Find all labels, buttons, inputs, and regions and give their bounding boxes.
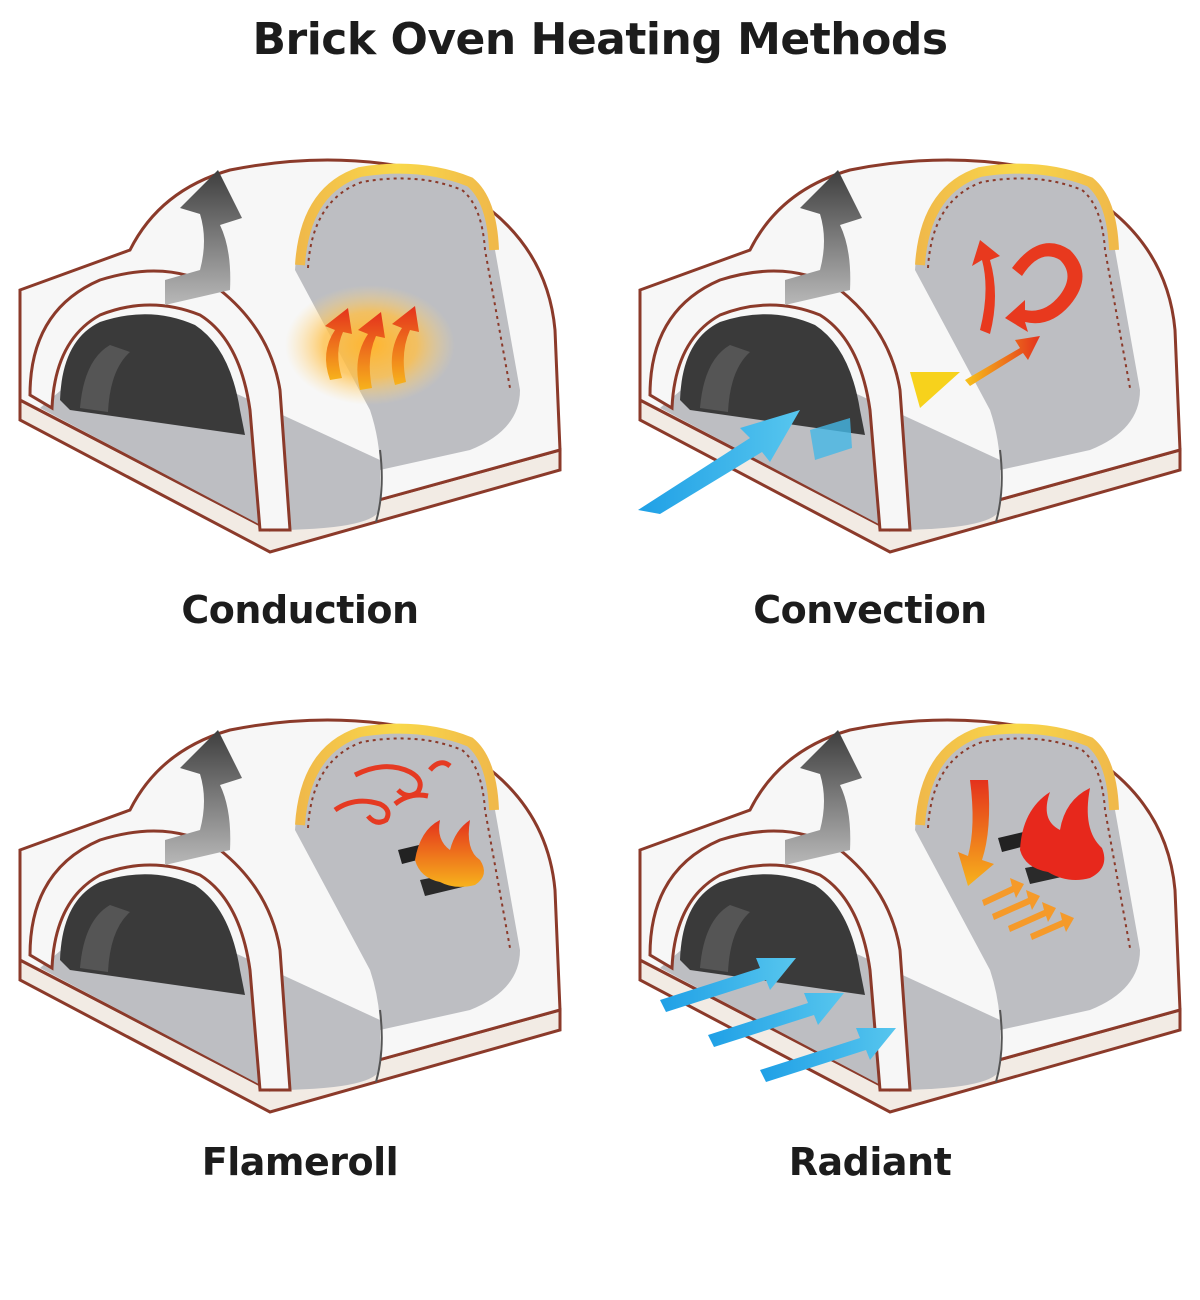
smoke-arrow (785, 170, 862, 305)
radiant-panel (620, 700, 1200, 1300)
convection-panel (620, 90, 1200, 690)
cool-air-arrow (638, 410, 852, 514)
fire-with-logs (398, 820, 484, 896)
fire-with-logs (998, 788, 1105, 884)
conduction-oven-illustration (18, 158, 562, 554)
smoke-arrow (165, 170, 242, 305)
oven-body (638, 718, 1182, 1114)
conduction-panel (0, 90, 600, 690)
radiant-heat-rays (982, 878, 1074, 940)
flameroll-panel (0, 700, 600, 1300)
convection-rising-arrows (965, 240, 1083, 386)
caption-convection: Convection (753, 588, 987, 632)
radiant-blue-arrows (660, 958, 896, 1082)
convection-oven-illustration (638, 158, 1182, 554)
radiant-oven-illustration (638, 718, 1182, 1114)
smoke-arrow (785, 730, 862, 865)
caption-radiant: Radiant (788, 1140, 952, 1184)
radiant-down-arrow (958, 780, 994, 886)
oven-body (638, 158, 1182, 554)
yellow-wedge (910, 372, 960, 408)
caption-flameroll: Flameroll (201, 1140, 399, 1184)
caption-conduction: Conduction (181, 588, 419, 632)
conduction-heat-arrows (325, 306, 419, 390)
diagram-title: Brick Oven Heating Methods (252, 14, 948, 65)
flameroll-swirls (333, 760, 452, 825)
flameroll-oven-illustration (18, 718, 562, 1114)
smoke-arrow (165, 730, 242, 865)
oven-body (18, 158, 562, 554)
oven-body (18, 718, 562, 1114)
